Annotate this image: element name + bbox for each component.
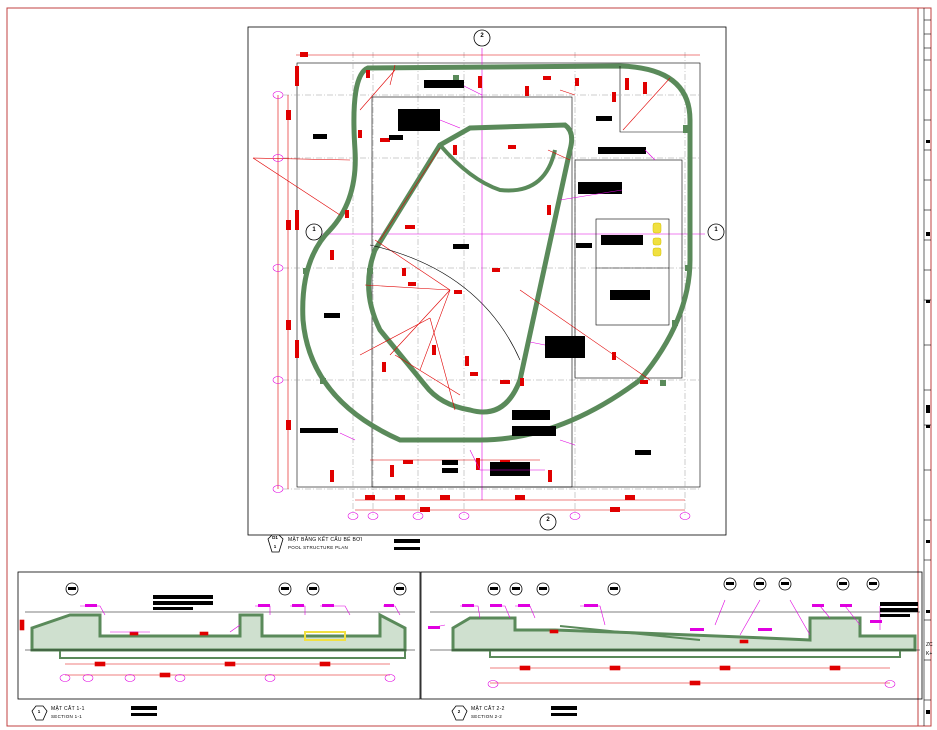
section2-ref-bubble <box>451 705 468 721</box>
section2-detail-bubbles <box>487 577 880 596</box>
grid-label-left: 1 <box>312 227 316 233</box>
section1-tag-marks <box>85 604 394 607</box>
section2-tag-marks <box>428 604 882 631</box>
section2-viewport <box>420 571 923 700</box>
section1-title-en: SECTION 1-1 <box>51 714 83 719</box>
section2-grid-markers <box>487 680 896 688</box>
titleblock-strip <box>924 19 931 701</box>
wall-detail-marks <box>303 75 691 386</box>
section2-ref: 2 <box>457 709 461 714</box>
plan-title-vi: MẶT BẰNG KẾT CẤU BỂ BƠI <box>288 537 363 543</box>
pool-notch <box>438 143 557 193</box>
leader-lines <box>339 85 656 471</box>
plan-annotations <box>131 80 651 716</box>
grid-label-top: 2 <box>480 33 484 39</box>
highlight-marks <box>652 222 662 257</box>
plan-section-bubbles <box>267 29 725 553</box>
plan-ref-bottom: 1 <box>273 544 277 549</box>
plan-title-en: POOL STRUCTURE PLAN <box>288 545 349 550</box>
titleblock-code-1: ZC <box>926 642 933 648</box>
pool-outer-wall <box>300 63 693 443</box>
grid-markers <box>272 91 691 520</box>
titleblock-code-2: K+ <box>926 651 933 657</box>
section1-ref-bubble <box>31 705 48 721</box>
section1-structure <box>25 611 415 659</box>
plan-viewport <box>247 26 727 536</box>
section2-title-vi: MẶT CẮT 2-2 <box>471 706 505 712</box>
plan-ref-top: D1 <box>272 535 278 540</box>
grid-label-bottom: 2 <box>546 517 550 523</box>
grid-lines <box>283 52 700 515</box>
sheet-border <box>6 7 932 727</box>
plan-dimension-ticks <box>286 52 648 512</box>
pool-inner-island <box>366 122 575 415</box>
section1-viewport <box>17 571 421 700</box>
section1-detail-bubbles <box>65 582 407 596</box>
plan-dimensions <box>252 54 700 511</box>
section2-dimensions <box>490 629 890 686</box>
section1-grid-markers <box>59 674 396 682</box>
grid-label-right: 1 <box>714 227 718 233</box>
section1-title-vi: MẶT CẮT 1-1 <box>51 706 85 712</box>
section1-ref: 1 <box>37 709 41 714</box>
section2-title-en: SECTION 2-2 <box>471 714 503 719</box>
section1-dimensions <box>19 619 390 678</box>
section2-structure <box>430 611 920 658</box>
